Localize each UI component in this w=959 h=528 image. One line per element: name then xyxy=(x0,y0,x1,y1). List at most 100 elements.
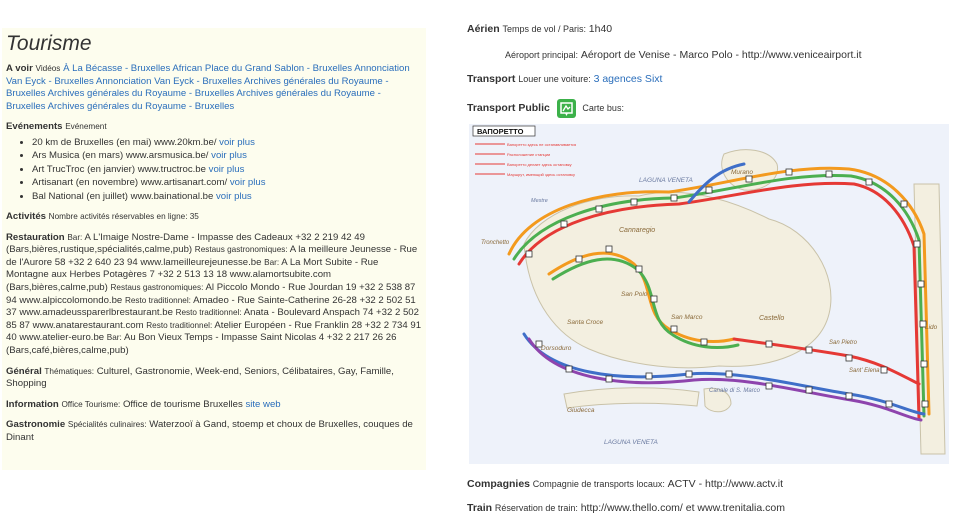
tourism-title: Tourisme xyxy=(6,32,92,55)
map-label-canale: Canale di S. Marco xyxy=(709,388,761,394)
voir-plus-link[interactable]: voir plus xyxy=(229,177,266,189)
vaporetto-stop xyxy=(805,386,813,394)
route-green xyxy=(512,173,926,418)
activities-label: Activités xyxy=(6,211,46,222)
route-purple xyxy=(527,337,923,422)
transport-panel: Aérien Temps de vol / Paris: 1h40 Aéropo… xyxy=(467,0,957,528)
map-label-castello: Castello xyxy=(759,315,784,322)
voir-plus-link[interactable]: voir plus xyxy=(216,190,252,202)
information-section: Information Office Tourisme: Office de t… xyxy=(6,399,422,412)
map-label-santa-croce: Santa Croce xyxy=(567,319,604,326)
vaporetto-stop xyxy=(921,400,929,408)
vaporetto-stop xyxy=(917,280,925,288)
airport-row: Aéroport principal: Aéroport de Venise -… xyxy=(505,49,862,61)
list-item: Art TrucTroc (en janvier) www.tructroc.b… xyxy=(32,163,422,176)
information-text: Office de tourisme Bruxelles xyxy=(122,398,243,410)
vaporetto-stop xyxy=(913,240,921,248)
events-label: Evénements xyxy=(6,121,63,133)
vaporetto-map[interactable]: ВАПОРЕТТО Вапоретто здесь не останавлива… xyxy=(469,124,949,464)
general-section: Général Thématiques: Culturel, Gastronom… xyxy=(6,366,422,391)
route-blue xyxy=(522,332,926,416)
vaporetto-stop xyxy=(630,198,638,206)
vaporetto-stop xyxy=(880,366,888,374)
vaporetto-stop xyxy=(645,372,653,380)
avoir-section: A voir Vidéos À La Bécasse - Bruxelles A… xyxy=(6,63,422,113)
list-item: Artisanart (en novembre) www.artisanart.… xyxy=(32,176,422,189)
vaporetto-stop xyxy=(845,392,853,400)
vaporetto-stop xyxy=(595,205,603,213)
vaporetto-stop xyxy=(560,220,568,228)
map-icon[interactable] xyxy=(556,99,576,118)
train-row: Train Réservation de train: http://www.t… xyxy=(467,502,785,514)
voir-plus-link[interactable]: voir plus xyxy=(219,136,255,148)
vaporetto-stop xyxy=(920,360,928,368)
voir-plus-link[interactable]: voir plus xyxy=(211,150,247,162)
rental-row: Transport Louer une voiture: 3 agences S… xyxy=(467,73,663,85)
map-label-cannaregio: Cannaregio xyxy=(619,227,655,234)
list-item: 20 km de Bruxelles (en mai) www.20km.be/… xyxy=(32,136,422,149)
vaporetto-stop xyxy=(785,168,793,176)
map-label-san-marco: San Marco xyxy=(671,314,703,321)
events-section: Evénements Evénement 20 km de Bruxelles … xyxy=(6,121,422,203)
information-sublabel: Office Tourisme: xyxy=(61,399,121,409)
general-label: Général xyxy=(6,365,42,377)
san-giorgio-island xyxy=(703,387,732,413)
vaporetto-stop xyxy=(705,186,713,194)
vaporetto-stop xyxy=(765,340,773,348)
gastronomie-label: Gastronomie xyxy=(6,419,66,431)
map-label-giudecca: Giudecca xyxy=(567,407,595,414)
vaporetto-stop xyxy=(605,375,613,383)
public-transport-row: Transport Public Carte bus: xyxy=(467,99,624,118)
vaporetto-stop xyxy=(565,365,573,373)
legend-line-1: Расположение станции xyxy=(507,152,550,157)
vaporetto-stop xyxy=(865,178,873,186)
gastronomie-text: Waterzooï à Gand, stoemp et choux de Bru… xyxy=(6,419,413,443)
vaporetto-stop xyxy=(670,194,678,202)
vaporetto-stops xyxy=(525,168,929,408)
route-canal-orange xyxy=(547,251,736,344)
vaporetto-stop xyxy=(845,354,853,362)
list-item: Bal National (en juillet) www.bainationa… xyxy=(32,190,422,203)
legend-line-2: Вапоретто делает здесь остановку xyxy=(507,162,572,167)
map-label-san-polo: San Polo xyxy=(621,291,648,298)
companies-row: Compagnies Compagnie de transports locau… xyxy=(467,478,783,490)
list-item: Ars Musica (en mars) www.arsmusica.be/ v… xyxy=(32,149,422,162)
vaporetto-stop xyxy=(525,250,533,258)
voir-plus-link[interactable]: voir plus xyxy=(208,163,245,175)
gastronomie-sublabel: Spécialités culinaires: xyxy=(67,420,147,430)
vaporetto-stop xyxy=(575,255,583,263)
legend-line-0: Вапоретто здесь не останавливается xyxy=(507,142,576,147)
site-web-link[interactable]: site web xyxy=(245,398,281,410)
legend-line-3: Маршрут, имеющий здесь остановку xyxy=(507,172,575,177)
vaporetto-stop xyxy=(765,382,773,390)
vaporetto-stop xyxy=(700,338,708,346)
general-text: Culturel, Gastronomie, Week-end, Seniors… xyxy=(6,365,394,390)
aerien-row: Aérien Temps de vol / Paris: 1h40 xyxy=(467,23,613,35)
map-label-laguna-north: LAGUNA VENETA xyxy=(639,177,693,184)
map-label-dorsoduro: Dorsoduro xyxy=(541,345,572,352)
vaporetto-routes xyxy=(507,162,931,422)
vaporetto-stop xyxy=(900,200,908,208)
giudecca-island xyxy=(563,387,700,409)
vaporetto-stop xyxy=(685,370,693,378)
restauration-section: Restauration Bar: A L'Imaige Nostre-Dame… xyxy=(6,231,422,356)
vaporetto-stop xyxy=(605,245,613,253)
activities-section: Activités Nombre activités réservables e… xyxy=(6,211,422,224)
route-murano xyxy=(687,162,746,204)
vaporetto-stop xyxy=(535,340,543,348)
venice-island xyxy=(523,191,832,369)
vaporetto-stop xyxy=(745,175,753,183)
map-label-sant-elena: Sant' Elena xyxy=(849,368,880,374)
vaporetto-stop xyxy=(725,370,733,378)
vaporetto-stop xyxy=(919,320,927,328)
legend-title: ВАПОРЕТТО xyxy=(477,127,524,136)
general-sublabel: Thématiques: xyxy=(44,366,95,376)
map-label-tronchetto: Tronchetto xyxy=(481,240,510,246)
map-label-murano: Murano xyxy=(731,169,753,176)
vaporetto-stop xyxy=(805,346,813,354)
avoir-links[interactable]: À La Bécasse - Bruxelles African Place d… xyxy=(6,63,410,112)
sixt-agencies-link[interactable]: 3 agences Sixt xyxy=(593,73,663,85)
vaporetto-stop xyxy=(650,295,658,303)
events-sublabel: Evénement xyxy=(65,122,107,132)
vaporetto-stop xyxy=(635,265,643,273)
